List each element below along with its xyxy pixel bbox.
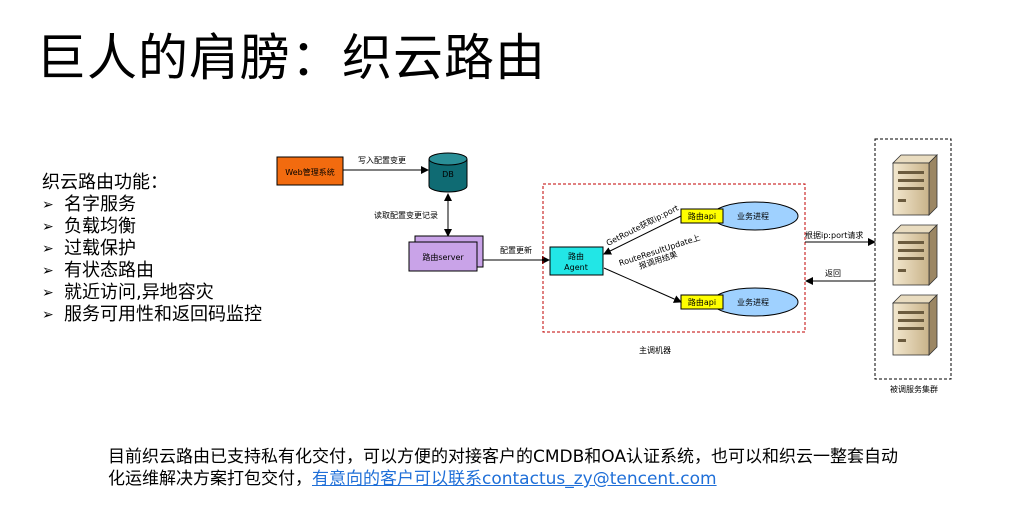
feature-item: ➢ 过载保护 xyxy=(42,238,262,260)
arrow-bullet-icon: ➢ xyxy=(42,263,54,279)
feature-item: ➢ 有状态路由 xyxy=(42,260,262,282)
footer-line-2: 化运维解决方案打包交付，有意向的客户可以联系contactus_zy@tence… xyxy=(108,468,908,490)
footer-line-1: 目前织云路由已支持私有化交付，可以方便的对接客户的CMDB和OA认证系统，也可以… xyxy=(108,447,898,467)
feature-item: ➢ 名字服务 xyxy=(42,194,262,216)
agent-label-line1: 路由 xyxy=(568,251,584,261)
arrow-bullet-icon: ➢ xyxy=(42,307,54,323)
server-icon xyxy=(892,224,938,286)
called-cluster-label: 被调服务集群 xyxy=(890,384,938,394)
db-cylinder-icon xyxy=(428,152,468,193)
read-config-label: 读取配置变更记录 xyxy=(374,210,438,220)
return-label: 返回 xyxy=(825,269,841,278)
feature-item-label: 有状态路由 xyxy=(64,260,154,281)
feature-item: ➢ 负载均衡 xyxy=(42,216,262,238)
feature-item-label: 名字服务 xyxy=(64,194,136,215)
get-route-label: GetRoute获取ip:port xyxy=(604,203,680,248)
footer-line-2-prefix: 化运维解决方案打包交付， xyxy=(108,469,312,489)
feature-heading: 织云路由功能： xyxy=(42,172,168,193)
get-route-arrow xyxy=(603,215,682,255)
config-update-label: 配置更新 xyxy=(500,245,532,255)
feature-list: 织云路由功能： ➢ 名字服务 ➢ 负载均衡 ➢ 过载保护 ➢ 有状态路由 ➢ 就近访问,异… xyxy=(42,172,262,326)
arrow-bullet-icon: ➢ xyxy=(42,285,54,301)
server-icon xyxy=(892,154,938,216)
arrow-bullet-icon: ➢ xyxy=(42,197,54,213)
route-api-label-1: 路由api xyxy=(688,211,716,221)
write-config-label: 写入配置变更 xyxy=(358,155,406,165)
route-result-arrow xyxy=(603,267,682,303)
footer-text: 目前织云路由已支持私有化交付，可以方便的对接客户的CMDB和OA认证系统，也可以… xyxy=(108,446,908,490)
arrow-bullet-icon: ➢ xyxy=(42,219,54,235)
biz-process-label-1: 业务进程 xyxy=(737,211,769,221)
contact-link[interactable]: 有意向的客户可以联系contactus_zy@tencent.com xyxy=(312,469,717,489)
feature-item-label: 就近访问,异地容灾 xyxy=(64,282,214,303)
agent-box xyxy=(549,246,604,276)
page-title: 巨人的肩膀：织云路由 xyxy=(36,29,546,87)
feature-item-label: 负载均衡 xyxy=(64,216,136,237)
main-machine-box xyxy=(542,183,806,333)
request-label: 根据ip:port请求 xyxy=(805,230,863,240)
agent-label-line2: Agent xyxy=(564,263,588,272)
db-label: DB xyxy=(442,170,454,179)
route-server-box xyxy=(408,241,478,272)
feature-item: ➢ 服务可用性和返回码监控 xyxy=(42,304,262,326)
biz-process-label-2: 业务进程 xyxy=(737,297,769,307)
called-cluster-box xyxy=(874,138,952,380)
main-machine-label: 主调机器 xyxy=(639,345,671,355)
server-icon xyxy=(892,294,938,356)
arrow-bullet-icon: ➢ xyxy=(42,241,54,257)
feature-item-label: 过载保护 xyxy=(64,238,136,259)
route-api-label-2: 路由api xyxy=(688,297,716,307)
feature-item: ➢ 就近访问,异地容灾 xyxy=(42,282,262,304)
route-server-label: 路由server xyxy=(422,252,464,262)
web-admin-label: Web管理系统 xyxy=(285,167,334,177)
web-admin-box xyxy=(276,156,344,186)
feature-item-label: 服务可用性和返回码监控 xyxy=(64,304,262,325)
